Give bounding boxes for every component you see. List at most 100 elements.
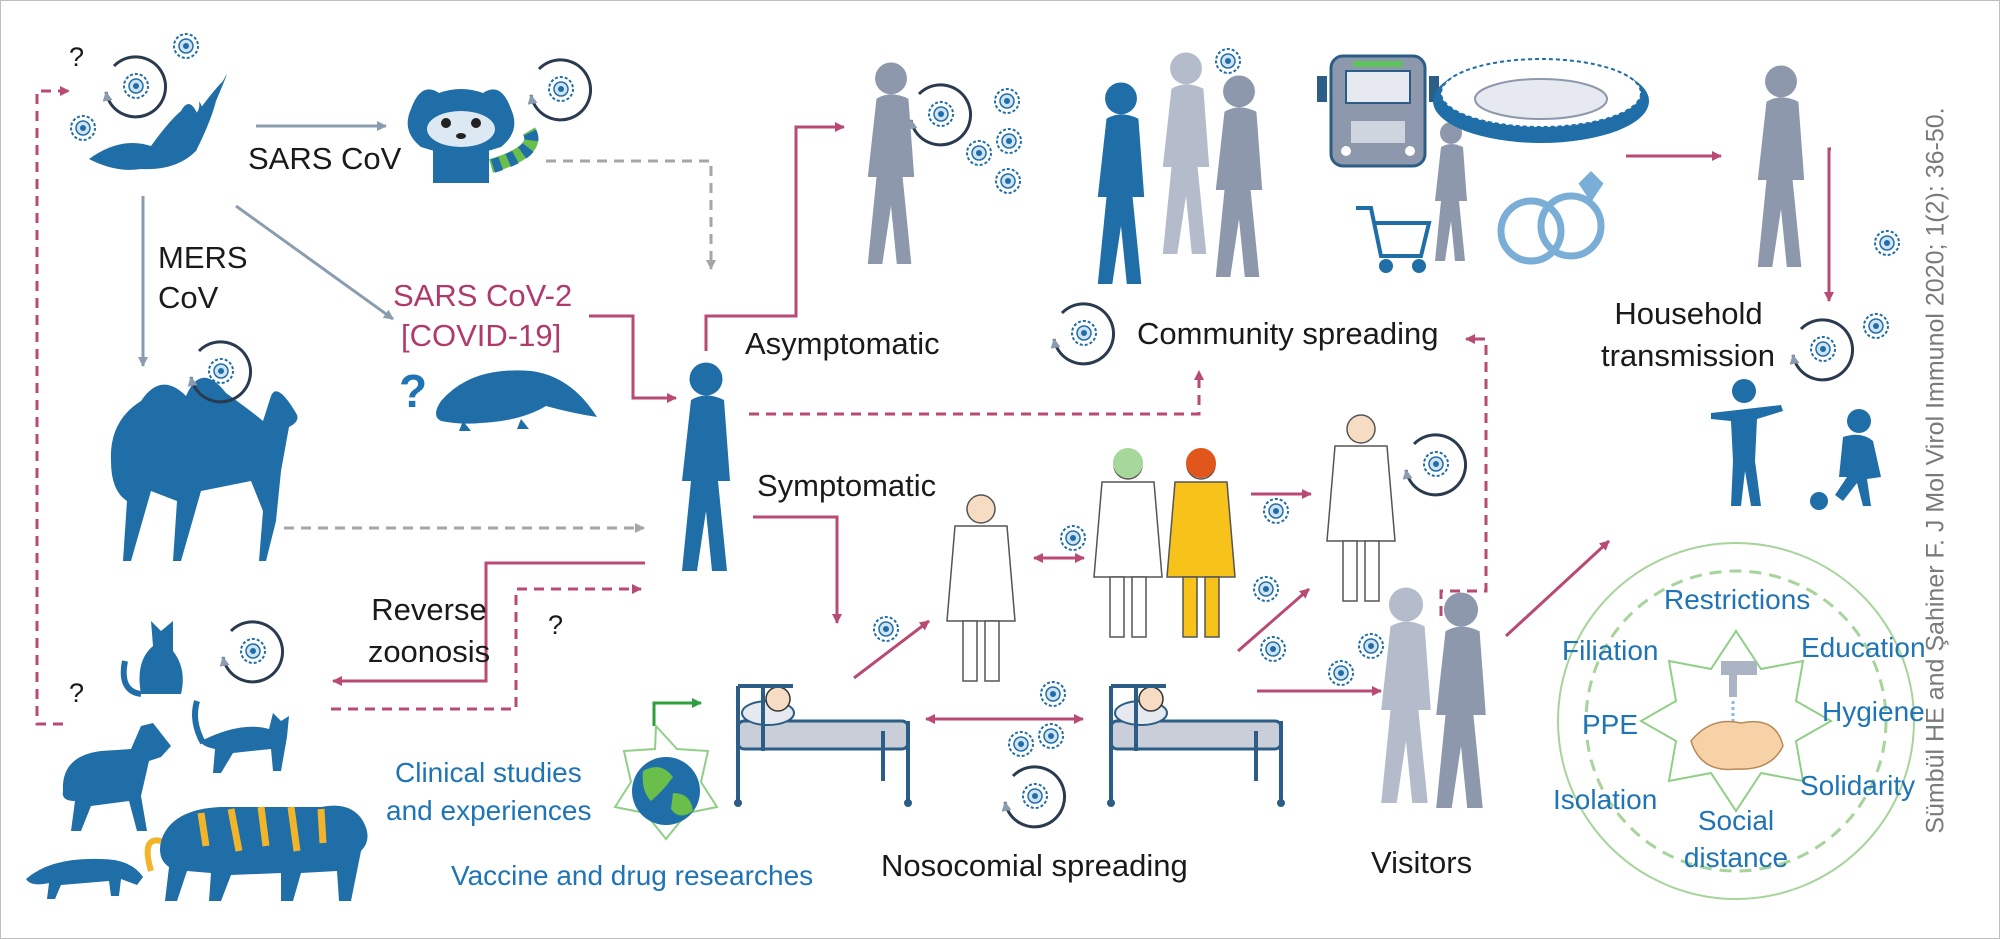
children-icon <box>1711 379 1881 510</box>
virus-icon-bat <box>106 57 166 117</box>
surgical-cap-icon <box>1113 448 1143 478</box>
arrow-reverse-zoonosis <box>332 561 645 686</box>
arrow-symptomatic-to-nosocomial <box>753 515 842 624</box>
sars-cov-label: SARS CoV <box>248 141 402 176</box>
mers-label-line1: MERS <box>158 240 248 275</box>
citation-text: Sümbül HE and Şahiner F. J Mol Virol Imm… <box>1921 107 1950 834</box>
handwashing-icon <box>1690 661 1784 771</box>
nosocomial-spreading-label: Nosocomial spreading <box>881 848 1188 883</box>
hospital-bed-icon <box>1105 684 1287 809</box>
stadium-icon <box>1433 58 1649 143</box>
virus-particle <box>966 140 992 166</box>
virus-icon-bat-small2 <box>70 115 96 141</box>
arrow-research-to-bed <box>652 698 702 726</box>
visitor-person-icon <box>1436 592 1486 808</box>
arrow-bed-to-doctor <box>853 619 930 680</box>
globe-icon <box>613 723 719 841</box>
question-mark-pangolin: ? <box>399 365 428 417</box>
asymptomatic-label: Asymptomatic <box>745 326 940 361</box>
measure-solidarity: Solidarity <box>1800 770 1916 801</box>
infected-person-icon <box>682 362 730 571</box>
measure-hygiene: Hygiene <box>1822 696 1925 727</box>
sars-cov2-label-line1: SARS CoV-2 <box>393 278 573 313</box>
question-mark-bat: ? <box>69 42 85 72</box>
question-mark-reverse: ? <box>548 610 564 640</box>
shopping-cart-icon <box>1356 206 1432 273</box>
household-label-line1: Household <box>1614 296 1763 331</box>
clinical-studies-label-line2: and experiences <box>386 795 592 826</box>
civet-icon <box>407 89 539 183</box>
question-mark-animals: ? <box>69 678 85 708</box>
virus-particle <box>873 616 899 642</box>
virus-particle <box>1263 498 1289 524</box>
cat-sitting-icon <box>120 621 183 697</box>
measure-social-line1: Social <box>1697 805 1775 836</box>
arrow-pangolin-to-human <box>589 314 677 403</box>
asymptomatic-person-icon <box>867 62 915 264</box>
virus-particle <box>1215 48 1241 74</box>
measures-circle <box>1557 542 1915 900</box>
arrow-household-to-children <box>1824 147 1834 302</box>
visitor-person-icon <box>1381 587 1431 803</box>
community-spreading-label: Community spreading <box>1137 316 1439 351</box>
sars-cov2-label-line2: [COVID-19] <box>401 318 562 353</box>
virus-particle <box>1038 723 1064 749</box>
visitors-label: Visitors <box>1371 845 1473 880</box>
measure-social-line2: distance <box>1683 842 1789 873</box>
virus-icon-household <box>1793 320 1853 380</box>
virus-particle <box>1060 525 1086 551</box>
arrow-bat-to-pangolin <box>235 204 394 321</box>
virus-particle <box>996 128 1022 154</box>
symptomatic-label: Symptomatic <box>757 468 937 503</box>
clinical-studies-label-line1: Clinical studies <box>395 757 582 788</box>
arrow-civet-to-human <box>546 159 716 270</box>
measure-filiation: Filiation <box>1562 635 1659 666</box>
arrow-visitors-to-community <box>1439 334 1488 616</box>
virus-icon-civet <box>531 60 591 120</box>
hood-icon <box>1186 448 1216 478</box>
pangolin-icon <box>436 370 597 431</box>
camel-icon <box>110 377 298 561</box>
doctor-icon <box>946 494 1016 682</box>
virus-icon-nurse <box>1406 435 1466 495</box>
virus-particle <box>1008 731 1034 757</box>
arrow-human-to-asymptomatic <box>704 122 845 351</box>
virus-particle <box>1260 636 1286 662</box>
virus-particle <box>1863 313 1889 339</box>
arrow-reverse-to-bat <box>35 86 70 726</box>
virus-particle <box>995 168 1021 194</box>
virus-icon-community <box>1054 304 1114 364</box>
dog-icon <box>62 723 171 831</box>
ferret-icon <box>26 858 143 899</box>
virus-particle <box>994 88 1020 114</box>
tiger-icon <box>144 805 368 901</box>
vaccine-research-label: Vaccine and drug researches <box>451 860 814 891</box>
household-person-icon <box>1757 65 1805 267</box>
arrow-visitors-to-measures <box>1504 539 1611 638</box>
household-label-line2: transmission <box>1601 338 1775 373</box>
wedding-rings-icon <box>1497 171 1605 265</box>
reverse-zoonosis-label-line2: zoonosis <box>367 634 491 669</box>
nurse-icon <box>1326 414 1396 602</box>
virus-particle <box>1874 230 1900 256</box>
virus-particle <box>1040 681 1066 707</box>
virus-icon-asymptomatic <box>911 85 971 145</box>
measure-ppe: PPE <box>1582 709 1639 740</box>
bus-icon <box>1317 54 1439 168</box>
virus-particle <box>1253 576 1279 602</box>
mers-label-line2: CoV <box>158 280 219 315</box>
measure-education: Education <box>1801 632 1926 663</box>
hospital-bed-icon <box>732 684 914 809</box>
arrow-bed-to-nurse <box>1237 587 1310 653</box>
community-person-icon <box>1162 52 1210 255</box>
arrow-human-to-community <box>749 370 1204 416</box>
arrow-reverse-return <box>331 584 642 711</box>
virus-icon-nosocomial <box>1005 767 1065 827</box>
reverse-zoonosis-label-line1: Reverse <box>371 592 487 627</box>
community-person-icon <box>1215 75 1263 277</box>
virus-particle <box>1328 660 1354 686</box>
virus-icon-bat-small <box>173 33 199 59</box>
